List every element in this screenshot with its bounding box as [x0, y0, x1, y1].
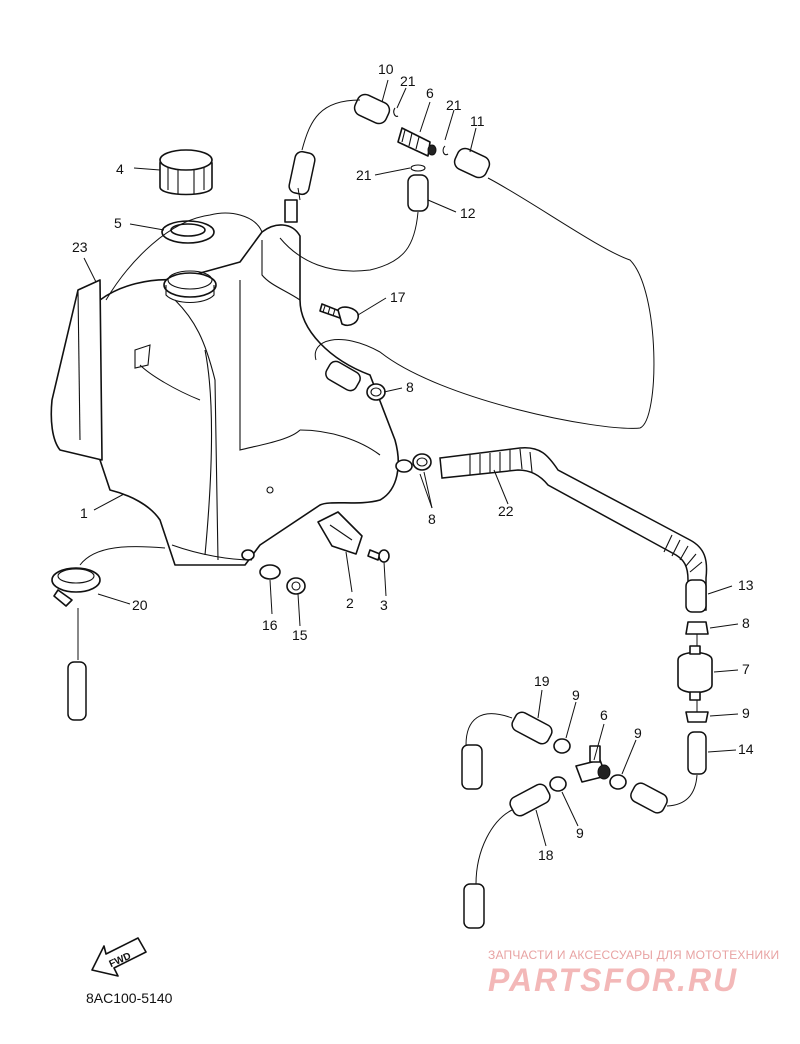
callout-21-left: 21 [356, 167, 372, 183]
callout-9-top: 9 [572, 687, 580, 703]
fuel-hose [412, 447, 708, 611]
callout-9-lower: 9 [576, 825, 584, 841]
fuel-tank [99, 199, 413, 566]
callout-leaders [83, 79, 739, 847]
band-clamp [51, 567, 101, 607]
callout-14: 14 [738, 741, 754, 757]
mounting-bracket [317, 511, 390, 563]
callout-22: 22 [498, 503, 514, 519]
callout-2: 2 [346, 595, 354, 611]
callout-1: 1 [80, 505, 88, 521]
callout-7: 7 [742, 661, 750, 677]
cap-gasket [161, 220, 215, 244]
callout-9-right: 9 [742, 705, 750, 721]
callout-11: 11 [470, 113, 485, 129]
callout-8-lower: 8 [742, 615, 750, 631]
lower-fuel-line [461, 579, 713, 929]
callout-5: 5 [114, 215, 122, 231]
callout-20: 20 [132, 597, 148, 613]
breather-hoses-top [288, 93, 491, 212]
callout-6-top: 6 [426, 85, 434, 101]
callout-12: 12 [460, 205, 476, 221]
watermark-logo: PARTSFOR.RU [488, 962, 739, 998]
callout-15: 15 [292, 627, 308, 643]
callout-23: 23 [72, 239, 88, 255]
callout-numbers: 4 5 23 1 10 21 6 21 11 21 12 17 8 8 22 1… [72, 61, 754, 863]
callout-3: 3 [380, 597, 388, 613]
callout-21-right: 21 [446, 97, 462, 113]
fwd-direction-arrow: FWD [91, 937, 147, 977]
callout-8-upper: 8 [406, 379, 414, 395]
routing-lines [77, 99, 698, 885]
drain-hose-left [67, 661, 87, 721]
watermark-tagline: ЗАПЧАСТИ И АКСЕССУАРЫ ДЛЯ МОТОТЕХНИКИ [488, 948, 780, 962]
tank-cap [159, 149, 213, 196]
callout-21-top: 21 [400, 73, 416, 89]
callout-6-lower: 6 [600, 707, 608, 723]
callout-16: 16 [262, 617, 278, 633]
callout-10: 10 [378, 61, 394, 77]
drawing-code: 8AC100-5140 [86, 990, 173, 1006]
callout-4: 4 [116, 161, 124, 177]
callout-9-lower-right: 9 [634, 725, 642, 741]
callout-17: 17 [390, 289, 406, 305]
callout-19: 19 [534, 673, 550, 689]
callout-8-middle: 8 [428, 511, 436, 527]
callout-18: 18 [538, 847, 554, 863]
bolt [319, 303, 360, 327]
damper-collar [259, 564, 306, 595]
side-cover [50, 279, 103, 461]
callout-13: 13 [738, 577, 754, 593]
